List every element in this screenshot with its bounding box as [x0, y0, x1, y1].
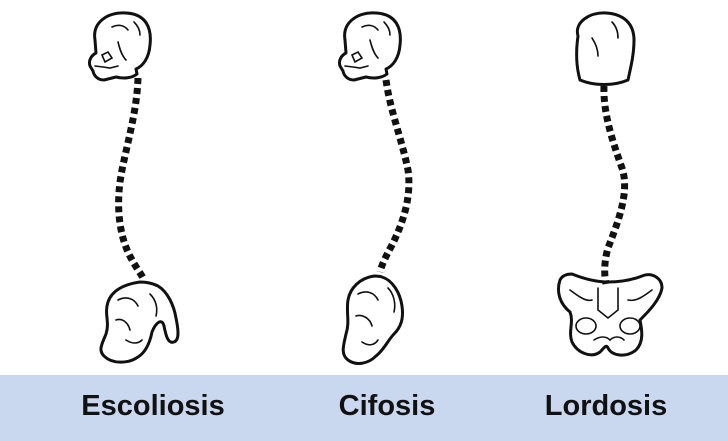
spine-icon — [604, 86, 625, 284]
illustration: .ink { fill: none; stroke: #111; stroke-… — [0, 0, 728, 375]
skull-icon — [89, 13, 150, 80]
label-escoliosis: Escoliosis — [81, 392, 224, 421]
skull-icon — [339, 13, 400, 80]
cifosis-illustration — [339, 13, 408, 364]
escoliosis-illustration — [89, 13, 178, 362]
pelvis-icon — [101, 282, 178, 362]
spine-icon — [119, 78, 143, 278]
spine-icon — [380, 80, 409, 272]
pelvis-icon — [558, 274, 662, 355]
skull-icon — [577, 13, 634, 85]
label-cifosis: Cifosis — [339, 392, 436, 421]
lordosis-illustration — [558, 13, 662, 355]
pelvis-icon — [343, 276, 402, 363]
label-lordosis: Lordosis — [545, 392, 667, 421]
